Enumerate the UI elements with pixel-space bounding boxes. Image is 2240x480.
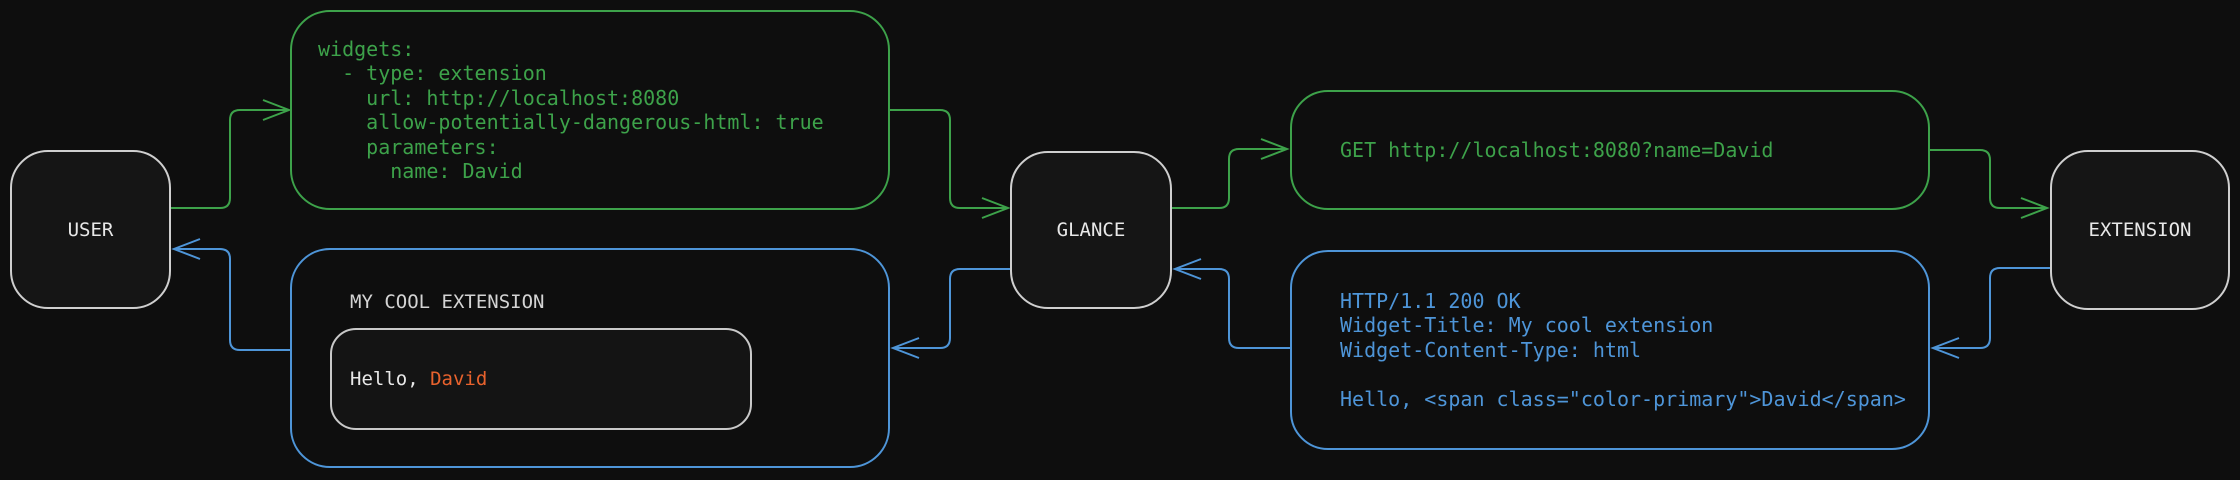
widget-preview-box: MY COOL EXTENSION Hello, David (290, 248, 890, 468)
http-request-code: GET http://localhost:8080?name=David (1340, 137, 1774, 162)
arrowhead-right-icon (981, 197, 1011, 219)
config-yaml-box: widgets: - type: extension url: http://l… (290, 10, 890, 210)
edge-glance-to-widget (890, 268, 1010, 359)
edge-config-to-glance (890, 109, 1011, 219)
greeting-name: David (430, 368, 488, 390)
edge-user-to-config (171, 99, 292, 209)
arrowhead-right-icon (262, 99, 292, 121)
arrowhead-right-icon (1260, 138, 1290, 160)
http-response-box: HTTP/1.1 200 OK Widget-Title: My cool ex… (1290, 250, 1930, 450)
node-user: USER (10, 150, 171, 309)
node-extension: EXTENSION (2050, 150, 2230, 310)
greeting-prefix: Hello, (350, 368, 431, 390)
arrowhead-left-icon (1172, 258, 1202, 280)
http-request-box: GET http://localhost:8080?name=David (1290, 90, 1930, 210)
http-response-code: HTTP/1.1 200 OK Widget-Title: My cool ex… (1340, 288, 1906, 411)
config-yaml-code: widgets: - type: extension url: http://l… (318, 36, 824, 184)
edge-response-to-glance (1172, 258, 1290, 349)
widget-title: MY COOL EXTENSION (350, 291, 545, 313)
arrowhead-left-icon (1930, 337, 1960, 359)
arrowhead-left-icon (890, 337, 920, 359)
edge-extension-to-response (1930, 267, 2050, 359)
node-user-label: USER (67, 218, 114, 241)
node-glance: GLANCE (1010, 151, 1172, 309)
edge-widget-to-user (171, 238, 290, 351)
arrowhead-left-icon (171, 238, 201, 260)
node-extension-label: EXTENSION (2088, 219, 2192, 241)
edge-request-to-extension (1930, 149, 2050, 219)
widget-greeting-box: Hello, David (330, 328, 752, 430)
arrowhead-right-icon (2020, 197, 2050, 219)
node-glance-label: GLANCE (1056, 219, 1126, 241)
edge-glance-to-request (1172, 138, 1290, 209)
